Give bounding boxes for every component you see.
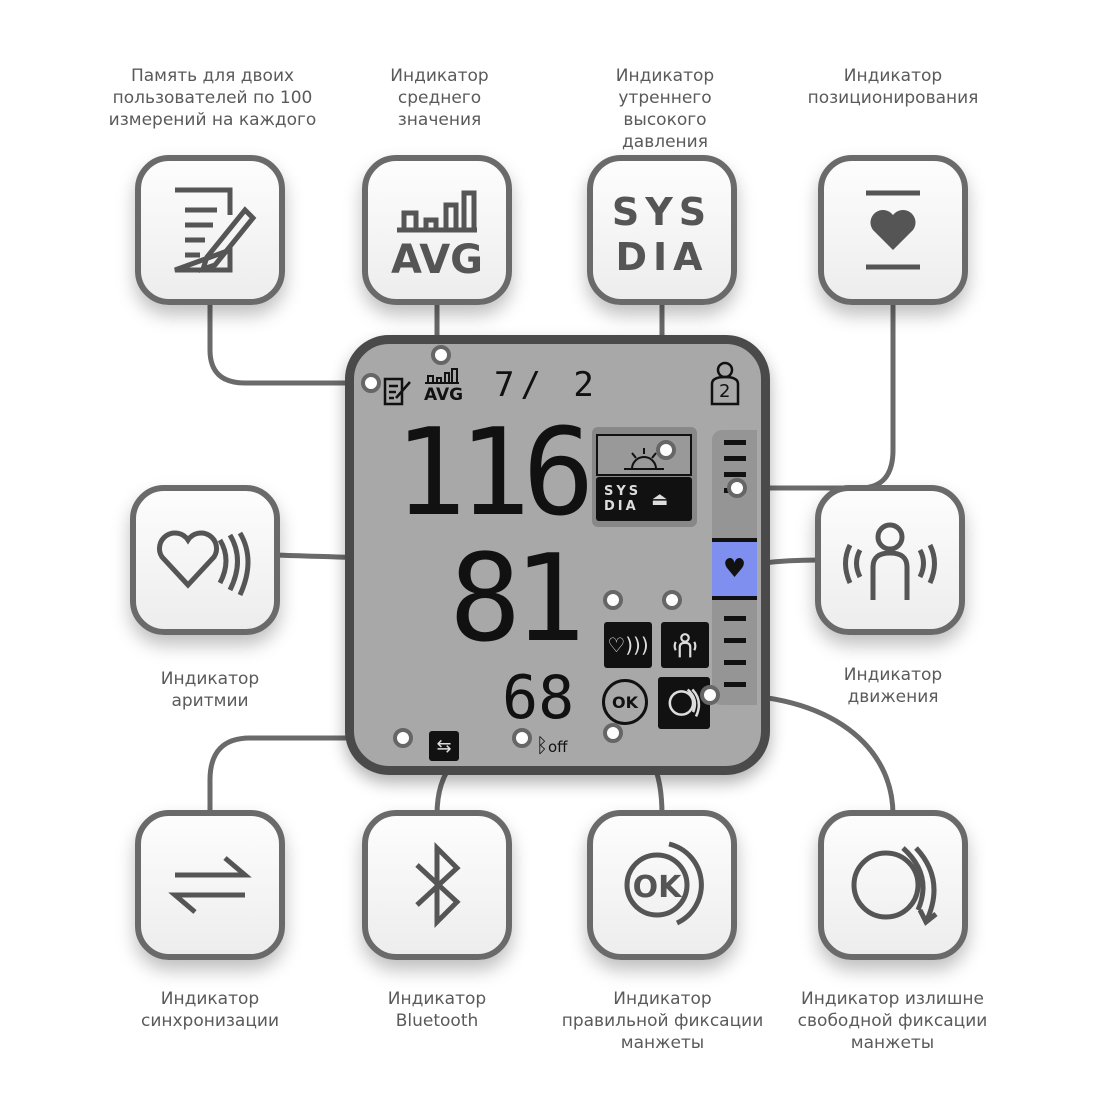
dot-motion: [662, 590, 682, 610]
dot-arrhythmia: [603, 590, 623, 610]
bluetooth-tile: [362, 810, 512, 960]
dot-avg: [431, 345, 451, 365]
label-cuff-loose: Индикатор излишне свободной фиксации ман…: [797, 989, 988, 1053]
dot-bluetooth: [512, 728, 532, 748]
label-morning: Индикатор утреннего высокого давления: [615, 66, 715, 152]
lcd-pulse: 68: [502, 663, 575, 733]
lcd-motion-icon: [661, 622, 709, 668]
lcd-avg-bars-icon: [425, 368, 459, 384]
lcd-dia: DIA: [604, 499, 639, 514]
label-sync: Индикатор синхронизации: [140, 989, 280, 1031]
lcd-ok-icon: OK: [602, 679, 648, 725]
label-bluetooth: Индикатор Bluetooth: [387, 989, 487, 1031]
label-memory: Память для двоих пользователей по 100 из…: [108, 66, 317, 130]
label-average: Индикатор среднего значения: [390, 66, 489, 130]
bluetooth-icon: [415, 841, 461, 929]
dot-sync: [393, 728, 413, 748]
memory-tile: [135, 155, 285, 305]
svg-text:SYS: SYS: [612, 190, 712, 234]
cuff-ok-tile: OK: [587, 810, 737, 960]
user-icon: [710, 361, 740, 406]
lcd-user-number: 2: [719, 381, 731, 402]
lcd-sync-icon: ⇆: [429, 731, 459, 761]
sync-arrows-icon: [168, 856, 252, 914]
dot-position: [727, 478, 747, 498]
lcd-diastolic: 81: [449, 530, 585, 669]
lcd-memo-icon: [383, 377, 411, 406]
position-heart-icon: [866, 190, 920, 270]
average-tile: AVG: [362, 155, 512, 305]
sunrise-icon: [596, 434, 692, 476]
up-triangle-icon: ⏏: [651, 488, 669, 510]
position-tile: [818, 155, 968, 305]
svg-text:AVG: AVG: [391, 237, 483, 283]
lcd-avg-label: AVG: [424, 385, 464, 405]
svg-text:OK: OK: [633, 870, 684, 905]
loose-cuff-icon: [851, 846, 938, 926]
label-position: Индикатор позиционирования: [807, 66, 979, 108]
person-motion-icon: [843, 522, 937, 600]
cuff-loose-tile: [818, 810, 968, 960]
avg-bars-icon: AVG: [391, 190, 483, 283]
dot-loose: [700, 685, 720, 705]
label-arrhythmia: Индикатор аритмии: [160, 669, 260, 711]
lcd-date: 7/ 2: [494, 365, 600, 405]
lcd-systolic: 116: [394, 404, 595, 543]
motion-tile: [815, 485, 965, 635]
dot-morning: [656, 440, 676, 460]
arrhythmia-tile: [130, 485, 280, 635]
lcd-bluetooth-off: ᛒoff: [536, 733, 568, 757]
lcd-loose-cuff-icon: [658, 677, 710, 729]
dot-memory: [361, 373, 381, 393]
lcd-sys: SYS: [604, 484, 642, 499]
position-heart-highlight: ♥: [712, 538, 757, 600]
sync-tile: [135, 810, 285, 960]
label-motion: Индикатор движения: [843, 665, 943, 707]
svg-text:DIA: DIA: [615, 235, 708, 279]
heart-waves-icon: [156, 530, 251, 597]
position-bar: ♥: [712, 430, 757, 705]
dot-ok: [603, 723, 623, 743]
label-cuff-ok: Индикатор правильной фиксации манжеты: [561, 989, 764, 1053]
lcd-arrhythmia-icon: ♡))): [604, 622, 652, 668]
bt-off-text: off: [548, 738, 568, 756]
memo-pencil-icon: [174, 187, 257, 273]
ok-circle-icon: OK: [624, 841, 704, 926]
